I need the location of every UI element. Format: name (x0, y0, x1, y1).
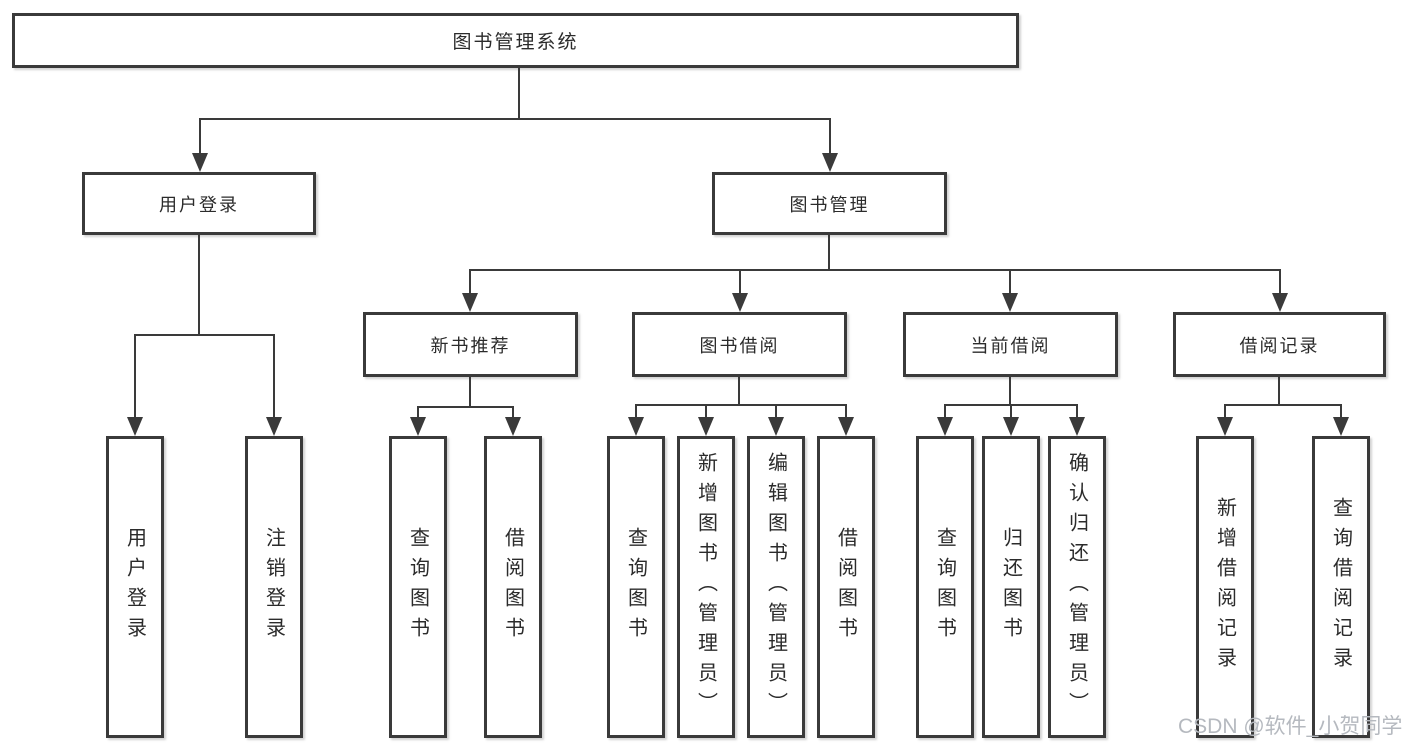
leaf-borrow-books-2-label: 借阅图书 (834, 527, 857, 647)
node-new-book-recommend-label: 新书推荐 (430, 335, 511, 356)
connector-line (469, 377, 471, 407)
node-root-system: 图书管理系统 (12, 13, 1019, 68)
connector-line (417, 407, 419, 422)
connector-line (705, 405, 707, 422)
connector-line (738, 377, 740, 405)
leaf-borrow-books-1-label: 借阅图书 (501, 527, 524, 647)
connector-line (1009, 377, 1011, 405)
connector-line (1278, 377, 1280, 405)
arrow-down-icon (505, 417, 521, 436)
connector-line (635, 405, 637, 422)
arrow-down-icon (1003, 417, 1019, 436)
leaf-return-books: 归还图书 (982, 436, 1040, 738)
arrow-down-icon (1217, 417, 1233, 436)
connector-line (1340, 405, 1342, 422)
leaf-confirm-return-admin: 确认归还（管理员） (1048, 436, 1106, 738)
leaf-query-books-1-label: 查询图书 (406, 527, 429, 647)
leaf-borrow-books-1: 借阅图书 (484, 436, 542, 738)
connector-line (199, 119, 201, 158)
node-borrow-records-label: 借阅记录 (1239, 335, 1320, 356)
connector-line (775, 405, 777, 422)
arrow-down-icon (410, 417, 426, 436)
csdn-watermark: CSDN @软件_小贺同学 (1178, 715, 1403, 738)
connector-line (518, 68, 520, 119)
arrow-down-icon (192, 153, 208, 172)
leaf-query-borrow-record: 查询借阅记录 (1312, 436, 1370, 738)
node-user-login-group: 用户登录 (82, 172, 316, 235)
arrow-down-icon (698, 417, 714, 436)
arrow-down-icon (838, 417, 854, 436)
connector-line (1076, 405, 1078, 422)
connector-line (845, 405, 847, 422)
leaf-add-books-admin: 新增图书（管理员） (677, 436, 735, 738)
leaf-add-borrow-record-label: 新增借阅记录 (1213, 497, 1236, 677)
arrow-down-icon (1272, 293, 1288, 312)
connector-line (739, 270, 741, 298)
node-book-management-label: 图书管理 (789, 194, 870, 215)
connector-line (198, 235, 200, 335)
leaf-logout-label: 注销登录 (262, 527, 285, 647)
leaf-edit-books-admin-label: 编辑图书（管理员） (764, 452, 787, 722)
connector-line (134, 335, 136, 422)
leaf-user-login-label: 用户登录 (123, 527, 146, 647)
connector-line (1010, 405, 1012, 422)
arrow-down-icon (768, 417, 784, 436)
arrow-down-icon (628, 417, 644, 436)
leaf-add-borrow-record: 新增借阅记录 (1196, 436, 1254, 738)
connector-line (635, 404, 847, 406)
arrow-down-icon (1069, 417, 1085, 436)
leaf-confirm-return-admin-label: 确认归还（管理员） (1065, 452, 1088, 722)
arrow-down-icon (1002, 293, 1018, 312)
node-user-login-group-label: 用户登录 (159, 194, 239, 215)
connector-line (134, 334, 275, 336)
leaf-query-books-2: 查询图书 (607, 436, 665, 738)
connector-line (469, 270, 471, 298)
connector-line (944, 405, 946, 422)
leaf-user-login: 用户登录 (106, 436, 164, 738)
node-borrow-records: 借阅记录 (1173, 312, 1386, 377)
connector-line (1224, 404, 1342, 406)
connector-line (273, 335, 275, 422)
leaf-query-books-3-label: 查询图书 (933, 527, 956, 647)
leaf-borrow-books-2: 借阅图书 (817, 436, 875, 738)
connector-line (469, 269, 1281, 271)
arrow-down-icon (822, 153, 838, 172)
connector-line (512, 407, 514, 422)
node-book-management: 图书管理 (712, 172, 947, 235)
leaf-edit-books-admin: 编辑图书（管理员） (747, 436, 805, 738)
node-current-borrow: 当前借阅 (903, 312, 1118, 377)
connector-line (1009, 270, 1011, 298)
leaf-add-books-admin-label: 新增图书（管理员） (694, 452, 717, 722)
connector-line (417, 406, 514, 408)
connector-line (829, 119, 831, 158)
arrow-down-icon (937, 417, 953, 436)
node-new-book-recommend: 新书推荐 (363, 312, 578, 377)
leaf-query-books-1: 查询图书 (389, 436, 447, 738)
node-current-borrow-label: 当前借阅 (970, 335, 1051, 356)
arrow-down-icon (462, 293, 478, 312)
node-book-borrow-label: 图书借阅 (699, 335, 780, 356)
connector-line (828, 235, 830, 270)
leaf-logout: 注销登录 (245, 436, 303, 738)
connector-line (1224, 405, 1226, 422)
leaf-query-books-2-label: 查询图书 (624, 527, 647, 647)
connector-line (1279, 270, 1281, 298)
node-root-label: 图书管理系统 (452, 32, 579, 53)
arrow-down-icon (1333, 417, 1349, 436)
arrow-down-icon (266, 417, 282, 436)
arrow-down-icon (127, 417, 143, 436)
connector-line (199, 118, 831, 120)
leaf-query-books-3: 查询图书 (916, 436, 974, 738)
node-book-borrow: 图书借阅 (632, 312, 847, 377)
leaf-return-books-label: 归还图书 (999, 527, 1022, 647)
leaf-query-borrow-record-label: 查询借阅记录 (1329, 497, 1352, 677)
arrow-down-icon (732, 293, 748, 312)
